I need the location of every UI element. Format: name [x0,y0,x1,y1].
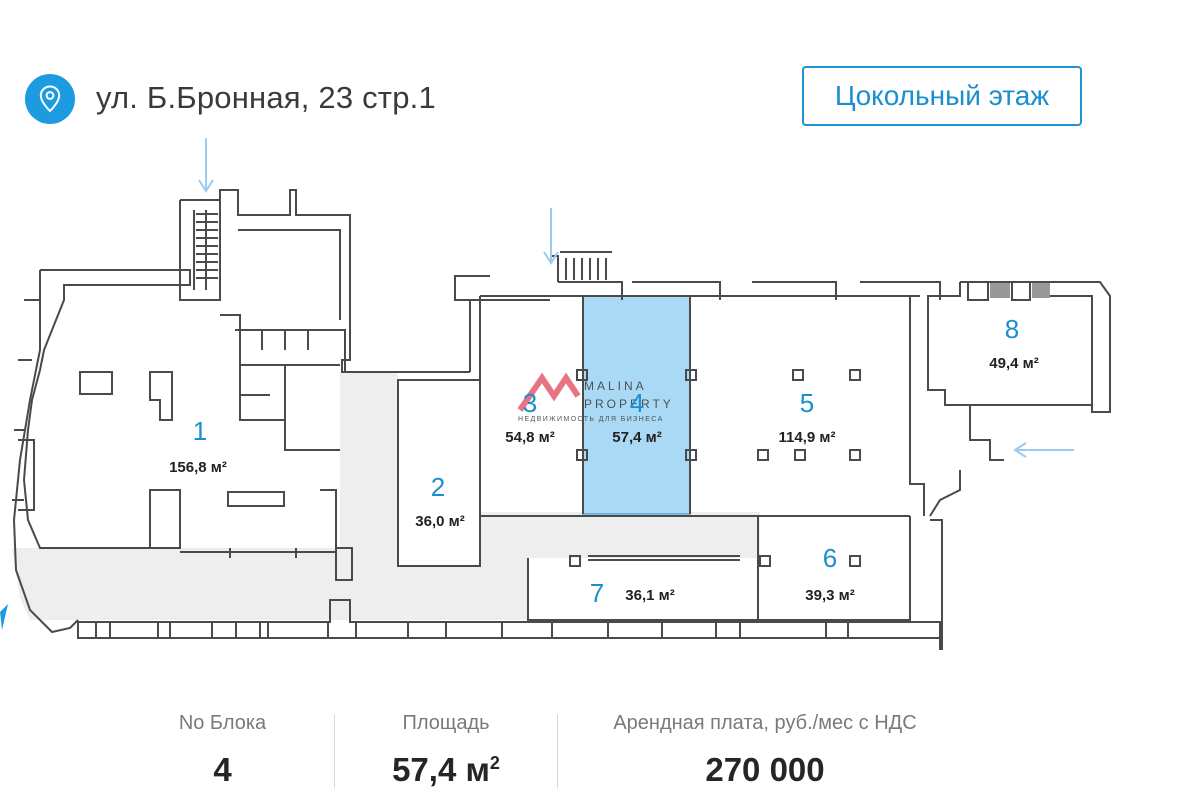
watermark-line2: PROPERTY [584,397,674,411]
rent-stat: Арендная плата, руб./мес с НДС 270 000 [580,700,950,789]
corridor [12,372,760,620]
header: ул. Б.Бронная, 23 стр.1 Цокольный этаж [0,0,1200,160]
room-1-number[interactable]: 1 [193,416,207,446]
block-number-value: 4 [213,751,232,788]
room-8-area: 49,4 м² [989,355,1038,372]
room-6-number[interactable]: 6 [823,543,837,573]
room-5-area: 114,9 м² [779,429,836,446]
divider [334,714,335,788]
room-7-number[interactable]: 7 [590,578,604,608]
room-7-area: 36,1 м² [625,587,674,604]
rent-label: Арендная плата, руб./мес с НДС [613,712,917,734]
block-number-stat: No Блока 4 [140,700,305,789]
walls [12,189,1111,650]
watermark-line1: MALINA [584,379,647,393]
room-8-number[interactable]: 8 [1005,314,1019,344]
room-2-area: 36,0 м² [415,513,464,530]
watermark: MALINA PROPERTY НЕДВИЖИМОСТЬ ДЛЯ БИЗНЕСА [517,372,674,423]
area-label: Площадь [402,712,490,734]
room-3-number[interactable]: 3 [523,388,537,418]
block-summary: No Блока 4 Площадь 57,4 м2 Арендная плат… [0,700,1200,800]
room-5-number[interactable]: 5 [800,388,814,418]
watermark-line3: НЕДВИЖИМОСТЬ ДЛЯ БИЗНЕСА [518,416,664,423]
floor-plan: MALINA PROPERTY НЕДВИЖИМОСТЬ ДЛЯ БИЗНЕСА… [0,138,1111,650]
entrance-arrow-icon [0,604,8,630]
rent-value: 270 000 [705,751,825,788]
location-pin-icon [25,74,75,124]
entrance-arrow-icon [198,138,1074,458]
area-stat: Площадь 57,4 м2 [360,700,532,789]
divider [557,714,558,788]
room-3-area: 54,8 м² [505,429,554,446]
floor-selector-button[interactable]: Цокольный этаж [802,66,1082,126]
room-labels: 1 156,8 м² 2 36,0 м² 3 54,8 м² 4 57,4 м²… [169,314,1039,608]
area-value: 57,4 м2 [392,751,500,788]
room-1-area: 156,8 м² [169,459,227,476]
room-4-area[interactable] [582,295,691,515]
block-number-label: No Блока [178,712,267,734]
room-4-number[interactable]: 4 [630,388,644,418]
address: ул. Б.Бронная, 23 стр.1 [96,80,436,115]
room-6-area: 39,3 м² [805,587,854,604]
room-2-number[interactable]: 2 [431,472,445,502]
room-4-area: 57,4 м² [612,429,661,446]
